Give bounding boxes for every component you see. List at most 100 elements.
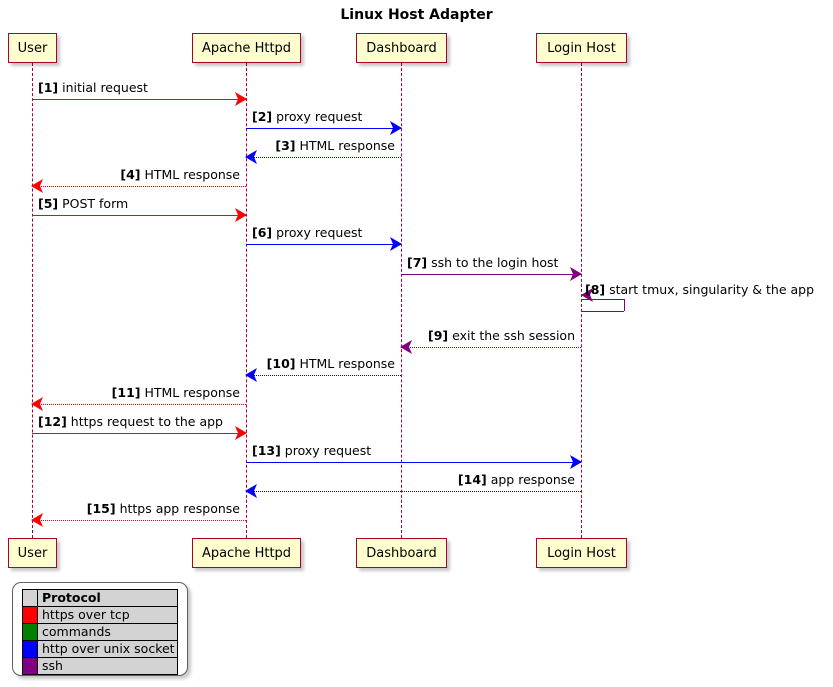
message-label: [3] HTML response — [275, 138, 395, 153]
message-line — [401, 347, 581, 348]
message-line — [32, 520, 246, 521]
message-number: [3] — [275, 138, 296, 153]
message-number: [7] — [407, 255, 428, 270]
message-number: [13] — [252, 443, 281, 458]
message-line — [32, 433, 246, 434]
message-label: [1] initial request — [38, 80, 148, 95]
participant-bottom-apache-httpd[interactable]: Apache Httpd — [192, 538, 301, 568]
message-number: [1] — [38, 80, 59, 95]
message-line — [32, 99, 246, 100]
message-number: [2] — [252, 109, 273, 124]
participant-label: Dashboard — [366, 40, 437, 56]
legend-label-commands: commands — [37, 623, 178, 641]
participant-label: User — [17, 545, 48, 561]
participant-label: Login Host — [547, 40, 616, 56]
message-label: [6] proxy request — [252, 225, 363, 240]
message-line — [246, 157, 401, 158]
arrow-head — [400, 340, 412, 354]
participant-label: Login Host — [547, 545, 616, 561]
participant-label: Dashboard — [366, 545, 437, 561]
self-segment-top — [581, 299, 624, 300]
message-line — [246, 244, 401, 245]
legend-header-label: Protocol — [37, 589, 178, 607]
message-number: [6] — [252, 225, 273, 240]
legend-label-ssh: ssh — [37, 657, 178, 675]
legend-swatch-http-over-unix-socket — [22, 640, 38, 658]
participant-label: Apache Httpd — [201, 545, 292, 561]
message-number: [4] — [120, 167, 141, 182]
message-number: [11] — [111, 385, 141, 400]
message-line — [32, 186, 246, 187]
participant-label: Apache Httpd — [201, 40, 292, 56]
message-label: [11] HTML response — [111, 385, 240, 400]
arrow-head — [570, 455, 582, 469]
message-label: [8] start tmux, singularity & the app — [585, 282, 815, 297]
legend-swatch-commands — [22, 623, 38, 641]
message-label: [13] proxy request — [252, 443, 372, 458]
message-number: [10] — [266, 356, 296, 371]
message-line — [246, 462, 581, 463]
message-label: [5] POST form — [38, 196, 129, 211]
legend-row: https over tcp — [22, 606, 178, 624]
arrow-head — [245, 484, 257, 498]
arrow-head — [581, 288, 593, 302]
lifeline-login-host — [581, 63, 582, 538]
arrow-head — [390, 121, 402, 135]
legend-row: ssh — [22, 657, 178, 675]
arrow-head — [235, 92, 247, 106]
message-label: [10] HTML response — [266, 356, 395, 371]
arrow-head — [235, 208, 247, 222]
message-label: [15] https app response — [86, 501, 240, 516]
participant-bottom-dashboard[interactable]: Dashboard — [356, 538, 447, 568]
message-line — [32, 404, 246, 405]
lifeline-dashboard — [401, 63, 402, 538]
message-number: [5] — [38, 196, 59, 211]
message-label: [14] app response — [457, 472, 575, 487]
message-number: [8] — [585, 282, 606, 297]
participant-label: User — [17, 40, 48, 56]
arrow-head — [390, 237, 402, 251]
message-line — [246, 491, 581, 492]
message-line — [32, 215, 246, 216]
lifeline-apache-httpd — [246, 63, 247, 538]
participant-top-login-host[interactable]: Login Host — [536, 33, 627, 63]
legend-header-row: Protocol — [22, 589, 178, 607]
message-label: [4] HTML response — [120, 167, 240, 182]
legend-header-swatch-cell — [22, 589, 38, 607]
legend-label-http-over-unix-socket: http over unix socket — [37, 640, 178, 658]
message-line — [246, 128, 401, 129]
legend-swatch-ssh — [22, 657, 38, 675]
arrow-head — [245, 368, 257, 382]
message-line — [246, 375, 401, 376]
legend-swatch-https-over-tcp — [22, 606, 38, 624]
message-line — [401, 274, 581, 275]
participant-bottom-user[interactable]: User — [8, 538, 57, 568]
arrow-head — [245, 150, 257, 164]
lifeline-user — [32, 63, 33, 538]
arrow-head — [31, 397, 43, 411]
participant-bottom-login-host[interactable]: Login Host — [536, 538, 627, 568]
participant-top-dashboard[interactable]: Dashboard — [356, 33, 447, 63]
arrow-head — [235, 426, 247, 440]
arrow-head — [570, 267, 582, 281]
message-8: [8] start tmux, singularity & the app — [581, 283, 814, 325]
message-label: [7] ssh to the login host — [407, 255, 559, 270]
participant-top-apache-httpd[interactable]: Apache Httpd — [192, 33, 301, 63]
message-label: [12] https request to the app — [38, 414, 223, 429]
self-segment-right — [624, 299, 625, 311]
diagram-title: Linux Host Adapter — [340, 7, 493, 23]
message-label: [2] proxy request — [252, 109, 363, 124]
participant-top-user[interactable]: User — [8, 33, 57, 63]
message-number: [9] — [428, 328, 449, 343]
legend-row: commands — [22, 623, 178, 641]
arrow-head — [31, 513, 43, 527]
message-number: [14] — [457, 472, 487, 487]
arrow-head — [31, 179, 43, 193]
message-number: [12] — [38, 414, 67, 429]
self-segment-bottom — [582, 311, 624, 312]
message-label: [9] exit the ssh session — [428, 328, 575, 343]
legend-row: http over unix socket — [22, 640, 178, 658]
message-number: [15] — [86, 501, 116, 516]
